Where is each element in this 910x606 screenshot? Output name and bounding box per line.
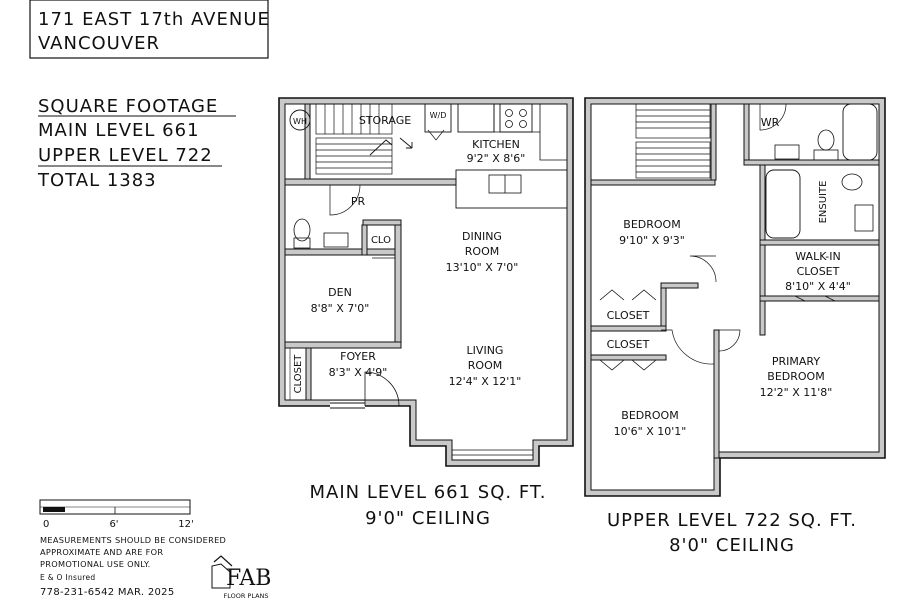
disclaimer-line-1: MEASUREMENTS SHOULD BE CONSIDERED xyxy=(40,535,226,545)
primary-bedroom-dimensions: 12'2" X 11'8" xyxy=(760,386,833,399)
foyer-closet-label: CLOSET xyxy=(293,354,304,394)
closet-2-label: CLOSET xyxy=(607,338,650,351)
primary-bedroom-name-2: BEDROOM xyxy=(767,370,824,383)
scale-tick-6: 6' xyxy=(109,519,118,530)
den-dimensions: 8'8" X 7'0" xyxy=(311,302,370,315)
upper-level-labels: WR BEDROOM 9'10" X 9'3" ENSUITE WALK-IN … xyxy=(607,116,851,438)
kitchen-name: KITCHEN xyxy=(472,138,520,151)
ensuite-label: ENSUITE xyxy=(818,181,829,224)
bedroom-2-dimensions: 10'6" X 10'1" xyxy=(614,425,687,438)
washer-dryer-label: W/D xyxy=(430,111,447,120)
upper-level-plan xyxy=(584,97,886,497)
level-titles: MAIN LEVEL 661 SQ. FT. 9'0" CEILING UPPE… xyxy=(310,482,857,556)
foyer-dimensions: 8'3" X 4'9" xyxy=(329,366,388,379)
main-level-ceiling: 9'0" CEILING xyxy=(365,508,491,529)
sqft-main: MAIN LEVEL 661 xyxy=(38,120,200,141)
fab-floor-plans-logo: FAB FLOOR PLANS xyxy=(211,555,271,600)
living-room-name-2: ROOM xyxy=(468,359,502,372)
storage-label: STORAGE xyxy=(359,114,411,127)
upper-level-title: UPPER LEVEL 722 SQ. FT. xyxy=(607,510,857,531)
wr-label: WR xyxy=(761,116,780,129)
dining-room-dimensions: 13'10" X 7'0" xyxy=(446,261,519,274)
walk-in-closet-name-2: CLOSET xyxy=(797,265,840,278)
address-line-1: 171 EAST 17th AVENUE xyxy=(38,9,270,30)
disclaimer-line-4: E & O Insured xyxy=(40,573,95,582)
den-name: DEN xyxy=(328,286,352,299)
water-heater-label: WH xyxy=(293,117,307,126)
main-level-labels: WH STORAGE W/D KITCHEN 9'2" X 8'6" PR CL… xyxy=(293,111,525,393)
closet-label-clo: CLO xyxy=(371,235,391,246)
living-room-dimensions: 12'4" X 12'1" xyxy=(449,375,522,388)
sqft-total: TOTAL 1383 xyxy=(37,170,157,191)
disclaimer-line-2: APPROXIMATE AND ARE FOR xyxy=(40,547,163,557)
upper-level-ceiling: 8'0" CEILING xyxy=(669,535,795,556)
sqft-heading: SQUARE FOOTAGE xyxy=(38,96,218,117)
closet-1-label: CLOSET xyxy=(607,309,650,322)
walk-in-closet-dimensions: 8'10" X 4'4" xyxy=(785,280,851,293)
logo-text: FAB xyxy=(226,566,271,591)
address-block: 171 EAST 17th AVENUE VANCOUVER xyxy=(29,0,270,59)
main-level-title: MAIN LEVEL 661 SQ. FT. xyxy=(310,482,547,503)
dining-room-name-2: ROOM xyxy=(465,245,499,258)
bedroom-1-name: BEDROOM xyxy=(623,218,680,231)
bedroom-2-name: BEDROOM xyxy=(621,409,678,422)
primary-bedroom-name-1: PRIMARY xyxy=(772,355,820,368)
address-line-2: VANCOUVER xyxy=(38,33,160,54)
scale-bar: 0 6' 12' xyxy=(39,499,194,530)
disclaimer-contact-date: 778-231-6542 MAR. 2025 xyxy=(40,587,175,598)
walk-in-closet-name-1: WALK-IN xyxy=(795,250,840,263)
dining-room-name-1: DINING xyxy=(462,230,502,243)
main-level-plan xyxy=(278,97,574,467)
scale-tick-0: 0 xyxy=(43,519,49,530)
powder-room-label: PR xyxy=(351,195,366,208)
bedroom-1-dimensions: 9'10" X 9'3" xyxy=(619,234,685,247)
living-room-name-1: LIVING xyxy=(467,344,504,357)
disclaimer-line-3: PROMOTIONAL USE ONLY. xyxy=(40,559,151,569)
logo-subtitle: FLOOR PLANS xyxy=(223,592,268,600)
square-footage-block: SQUARE FOOTAGE MAIN LEVEL 661 UPPER LEVE… xyxy=(37,96,236,191)
foyer-name: FOYER xyxy=(340,350,376,363)
scale-tick-12: 12' xyxy=(178,519,193,530)
kitchen-dimensions: 9'2" X 8'6" xyxy=(467,152,526,165)
sqft-upper: UPPER LEVEL 722 xyxy=(38,145,213,166)
disclaimer-block: MEASUREMENTS SHOULD BE CONSIDERED APPROX… xyxy=(40,535,226,598)
